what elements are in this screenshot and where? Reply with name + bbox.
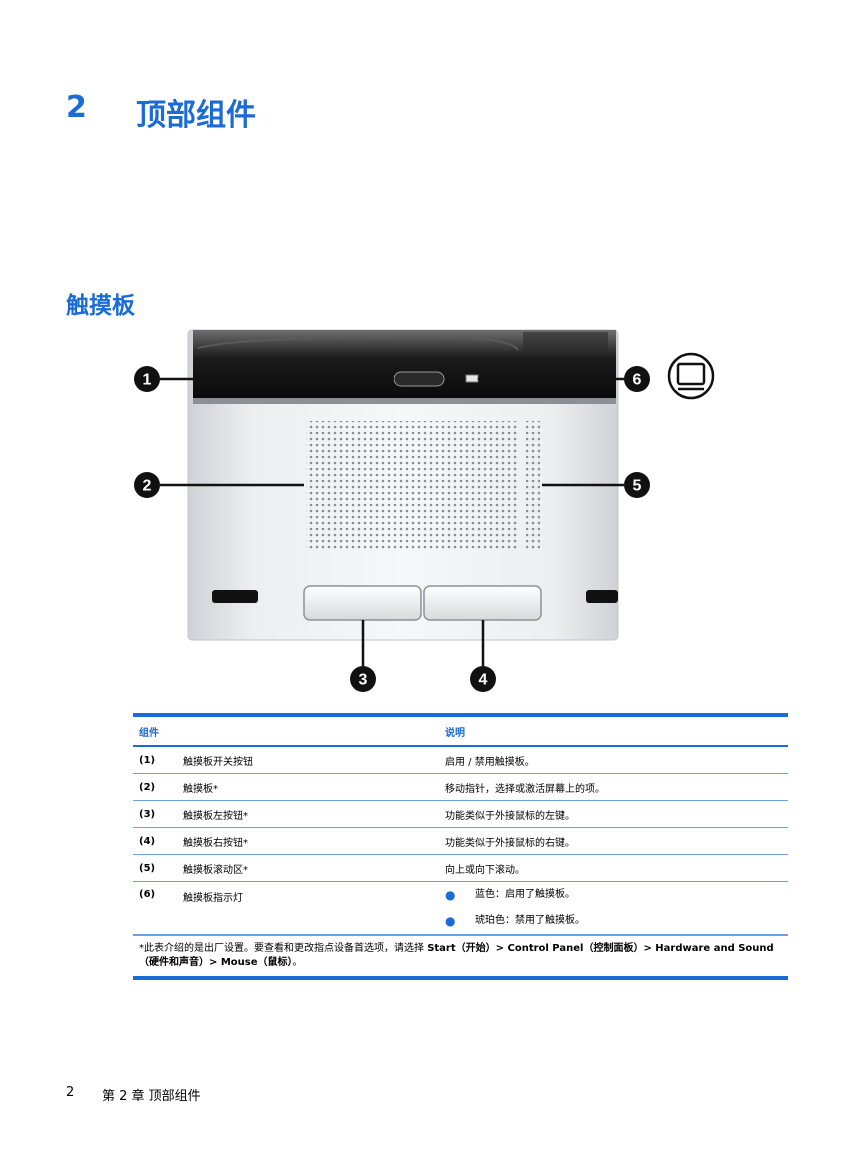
chapter-number: 2: [66, 90, 87, 125]
table-row: (6) 触摸板指示灯 ● 蓝色：启用了触摸板。 ● 琥珀色：禁用了触摸板。: [133, 881, 788, 935]
bullet-icon: ●: [445, 888, 456, 902]
svg-text:4: 4: [479, 672, 488, 689]
table-top-rule: [133, 713, 788, 717]
row-number: (6): [133, 881, 177, 935]
row-component: 触摸板开关按钮: [177, 746, 439, 774]
row-number: (1): [133, 746, 177, 774]
callout-1: 1: [134, 366, 160, 392]
header-component: 组件: [133, 717, 439, 747]
touchpad-onoff-button[interactable]: [393, 371, 445, 387]
list-item: ● 琥珀色：禁用了触摸板。: [445, 908, 782, 934]
bullet-text: 琥珀色：禁用了触摸板。: [475, 915, 585, 926]
row-component: 触摸板*: [177, 773, 439, 801]
table-footnote: *此表介绍的是出厂设置。要查看和更改指点设备首选项，请选择 Start（开始）>…: [133, 935, 788, 976]
header-description: 说明: [439, 717, 788, 747]
touchpad-figure: 1 2 3 4 5 6: [134, 329, 715, 692]
table-bottom-rule: [133, 976, 788, 980]
row-number: (3): [133, 800, 177, 828]
svg-text:3: 3: [359, 672, 368, 689]
bullet-icon: ●: [445, 914, 456, 928]
row-number: (2): [133, 773, 177, 801]
table-row: (1) 触摸板开关按钮 启用 / 禁用触摸板。: [133, 746, 788, 774]
chapter-title: 顶部组件: [136, 98, 256, 133]
svg-text:5: 5: [633, 478, 642, 495]
table-row: (5) 触摸板滚动区* 向上或向下滚动。: [133, 854, 788, 882]
laptop-top-strip: [193, 330, 616, 400]
row-component: 触摸板滚动区*: [177, 854, 439, 882]
row-description: 向上或向下滚动。: [439, 854, 788, 882]
touchpad-left-button[interactable]: [303, 585, 422, 621]
page-number: 2: [66, 1085, 75, 1100]
footer-chapter-text: 第 2 章 顶部组件: [102, 1089, 201, 1104]
footnote-path: Start（开始）> Control Panel（控制面板）> Hardware…: [139, 943, 774, 968]
table-row: (3) 触摸板左按钮* 功能类似于外接鼠标的左键。: [133, 800, 788, 828]
row-description: 启用 / 禁用触摸板。: [439, 746, 788, 774]
row-number: (4): [133, 827, 177, 855]
callout-4: 4: [470, 666, 496, 692]
callout-5: 5: [624, 472, 650, 498]
svg-text:6: 6: [633, 372, 642, 389]
touchpad-area[interactable]: [306, 421, 518, 549]
touchpad-indicator-light: [465, 374, 479, 383]
indicator-bullet-list: ● 蓝色：启用了触摸板。 ● 琥珀色：禁用了触摸板。: [445, 882, 782, 934]
row-component: 触摸板指示灯: [177, 881, 439, 935]
left-speaker-slot: [212, 590, 258, 603]
row-description: 功能类似于外接鼠标的左键。: [439, 800, 788, 828]
footnote-prefix: *此表介绍的是出厂设置。要查看和更改指点设备首选项，请选择: [139, 943, 428, 954]
row-description: ● 蓝色：启用了触摸板。 ● 琥珀色：禁用了触摸板。: [439, 881, 788, 935]
callout-3: 3: [350, 666, 376, 692]
callout-6: 6: [624, 366, 650, 392]
row-description: 移动指针，选择或激活屏幕上的项。: [439, 773, 788, 801]
section-title: 触摸板: [66, 293, 135, 319]
row-number: (5): [133, 854, 177, 882]
right-speaker-slot: [586, 590, 618, 603]
table-row: (4) 触摸板右按钮* 功能类似于外接鼠标的右键。: [133, 827, 788, 855]
callout-2: 2: [134, 472, 160, 498]
components-table: 组件 说明 (1) 触摸板开关按钮 启用 / 禁用触摸板。 (2) 触摸板* 移…: [133, 713, 788, 980]
touchpad-icon: [667, 352, 715, 400]
table-row: (2) 触摸板* 移动指针，选择或激活屏幕上的项。: [133, 773, 788, 801]
row-component: 触摸板左按钮*: [177, 800, 439, 828]
list-item: ● 蓝色：启用了触摸板。: [445, 882, 782, 908]
svg-text:2: 2: [143, 478, 152, 495]
svg-text:1: 1: [143, 372, 152, 389]
footnote-suffix: 。: [292, 957, 303, 968]
bullet-text: 蓝色：启用了触摸板。: [475, 889, 575, 900]
row-description: 功能类似于外接鼠标的右键。: [439, 827, 788, 855]
row-component: 触摸板右按钮*: [177, 827, 439, 855]
touchpad-scroll-zone[interactable]: [526, 421, 540, 549]
touchpad-right-button[interactable]: [423, 585, 542, 621]
